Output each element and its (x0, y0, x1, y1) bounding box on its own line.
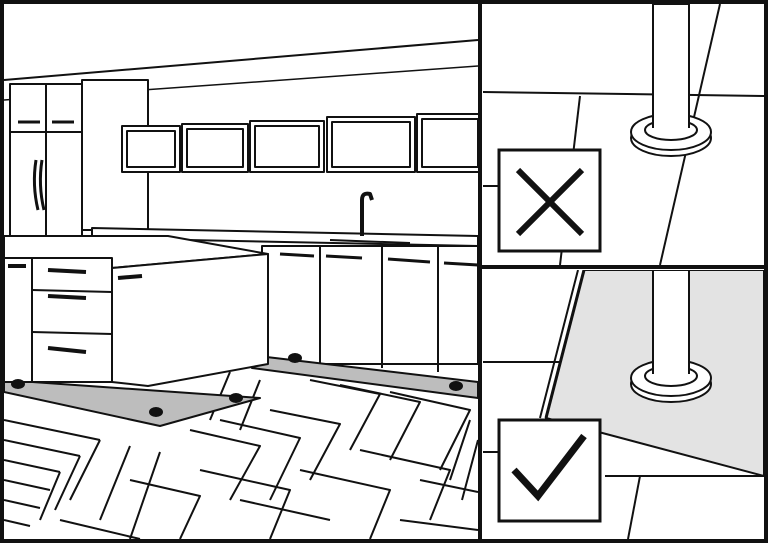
kitchen-island (4, 235, 269, 427)
kitchen-scene-icon (4, 39, 478, 539)
correct-example (483, 270, 764, 539)
herringbone-floor (4, 371, 478, 539)
incorrect-example (483, 4, 764, 265)
cross-mark-icon (497, 148, 602, 253)
check-mark-icon (497, 418, 602, 523)
upper-cabinets (121, 113, 478, 173)
